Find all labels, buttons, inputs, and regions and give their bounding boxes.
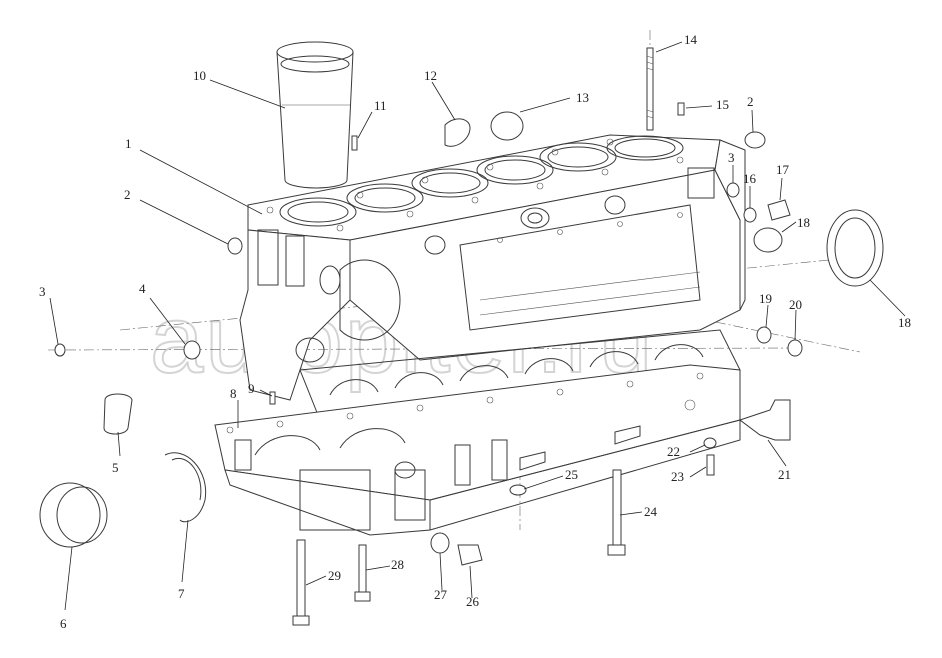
cylinder-liner xyxy=(276,41,354,189)
callout-17: 17 xyxy=(776,162,790,177)
bearing-ladder-frame xyxy=(214,364,741,536)
cylinder-block xyxy=(239,134,746,421)
callout-27: 26 xyxy=(466,594,480,609)
callout-30: 29 xyxy=(328,568,341,583)
callout-1: 1 xyxy=(125,136,132,151)
callout-20: 19 xyxy=(759,291,772,306)
callout-22: 21 xyxy=(778,467,791,482)
callout-16: 16 xyxy=(743,171,757,186)
callout-15: 15 xyxy=(716,97,729,112)
callout-29: 28 xyxy=(391,557,404,572)
callout-7: 7 xyxy=(178,586,185,601)
leader-lines xyxy=(49,41,906,611)
callout-6: 6 xyxy=(60,616,67,631)
callout-2: 2 xyxy=(124,187,131,202)
callout-28: 27 xyxy=(434,587,448,602)
callout-14: 14 xyxy=(684,32,698,47)
callout-23: 22 xyxy=(667,444,680,459)
callout-11: 11 xyxy=(374,98,387,113)
callout-12: 12 xyxy=(424,68,437,83)
callout-18: 18 xyxy=(898,315,911,330)
callout-4: 4 xyxy=(139,281,146,296)
callout-26: 25 xyxy=(565,467,578,482)
callout-18: 18 xyxy=(797,215,810,230)
callout-8: 8 xyxy=(230,386,237,401)
callout-9: 9 xyxy=(248,381,255,396)
callout-13: 13 xyxy=(576,90,589,105)
callout-21: 20 xyxy=(789,297,802,312)
callout-3: 3 xyxy=(39,284,46,299)
callout-5: 5 xyxy=(112,460,119,475)
callout-25: 24 xyxy=(644,504,658,519)
callout-24: 23 xyxy=(671,469,684,484)
callout-10: 10 xyxy=(193,68,206,83)
loose-parts xyxy=(39,41,884,626)
callout-2: 2 xyxy=(747,94,754,109)
callout-labels: 1 2 2 3 3 4 5 6 7 8 9 10 11 12 13 14 15 … xyxy=(39,32,911,631)
callout-3: 3 xyxy=(728,150,735,165)
